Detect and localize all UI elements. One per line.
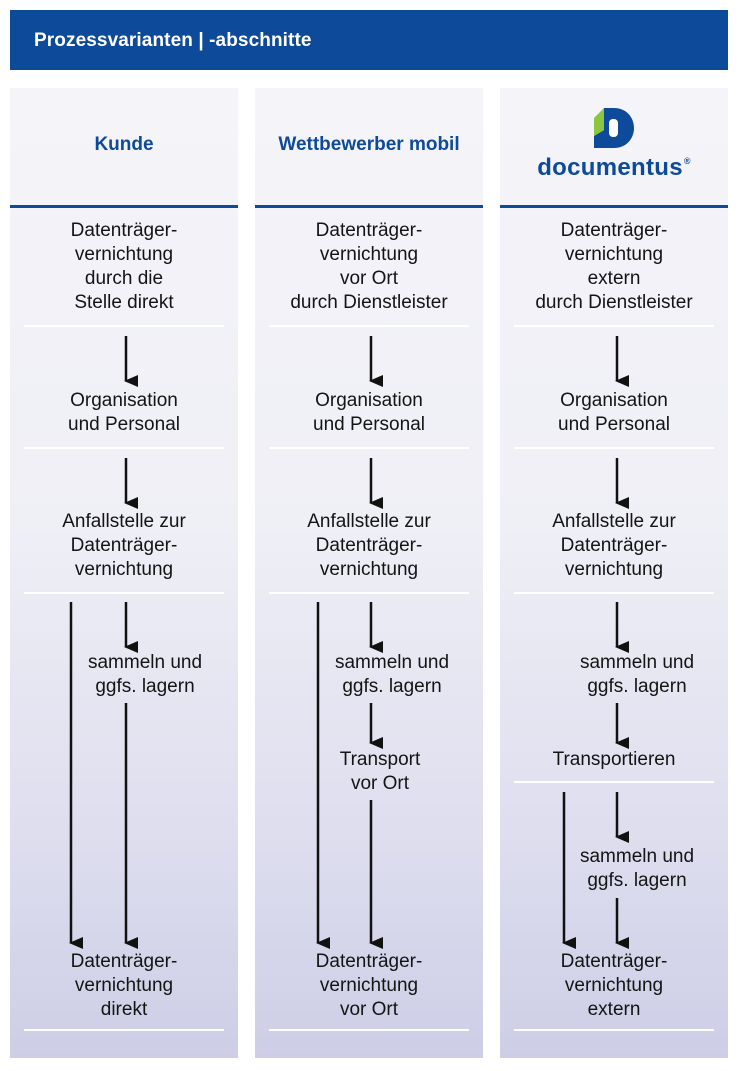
column-title-wettbewerber: Wettbewerber mobil — [278, 134, 460, 155]
separator — [24, 447, 224, 449]
step-organisation: Organisation und Personal — [558, 390, 670, 435]
column-header-wettbewerber: Wettbewerber mobil — [255, 88, 483, 208]
step-destruction-variant: Datenträger- vernichtung durch die Stell… — [70, 220, 178, 313]
step-source: Anfallstelle zur Datenträger- vernichtun… — [307, 511, 431, 580]
step-collect-external: sammeln und ggfs. lagern — [579, 846, 695, 891]
step-destruction-variant: Datenträger- vernichtung extern durch Di… — [535, 220, 693, 313]
step-transport: Transportieren — [552, 749, 676, 770]
step-final-destruction: Datenträger- vernichtung vor Ort — [315, 951, 423, 1020]
step-collect: sammeln und ggfs. lagern — [579, 652, 695, 697]
column-documentus: documentus® Datenträger- vernichtung ext… — [500, 88, 728, 1058]
separator — [514, 781, 714, 783]
separator — [24, 325, 224, 327]
separator — [269, 447, 469, 449]
step-organisation: Organisation und Personal — [68, 390, 180, 435]
column-header-documentus: documentus® — [500, 88, 728, 208]
column-header-kunde: Kunde — [10, 88, 238, 208]
separator — [514, 1029, 714, 1031]
step-source: Anfallstelle zur Datenträger- vernichtun… — [552, 511, 676, 580]
step-collect: sammeln und ggfs. lagern — [334, 652, 450, 697]
column-title-kunde: Kunde — [94, 134, 154, 155]
step-source: Anfallstelle zur Datenträger- vernichtun… — [62, 511, 186, 580]
separator — [269, 325, 469, 327]
column-kunde: Kunde Datenträger- vernichtung durch die… — [10, 88, 238, 1058]
documentus-logo-icon — [500, 106, 728, 150]
step-final-destruction: Datenträger- vernichtung extern — [560, 951, 668, 1020]
column-wettbewerber: Wettbewerber mobil Datenträger- vernicht… — [255, 88, 483, 1058]
step-destruction-variant: Datenträger- vernichtung vor Ort durch D… — [290, 220, 448, 313]
separator — [269, 592, 469, 594]
separator — [24, 592, 224, 594]
step-final-destruction: Datenträger- vernichtung direkt — [70, 951, 178, 1020]
separator — [514, 325, 714, 327]
step-transport: Transport vor Ort — [339, 749, 421, 794]
separator — [514, 447, 714, 449]
header-bar: Prozessvarianten | -abschnitte — [10, 10, 728, 70]
separator — [269, 1029, 469, 1031]
separator — [514, 592, 714, 594]
step-organisation: Organisation und Personal — [313, 390, 425, 435]
brand-name: documentus® — [537, 154, 691, 181]
page-title: Prozessvarianten | -abschnitte — [34, 30, 312, 51]
separator — [24, 1029, 224, 1031]
step-collect: sammeln und ggfs. lagern — [87, 652, 203, 697]
registered-mark: ® — [683, 156, 691, 166]
